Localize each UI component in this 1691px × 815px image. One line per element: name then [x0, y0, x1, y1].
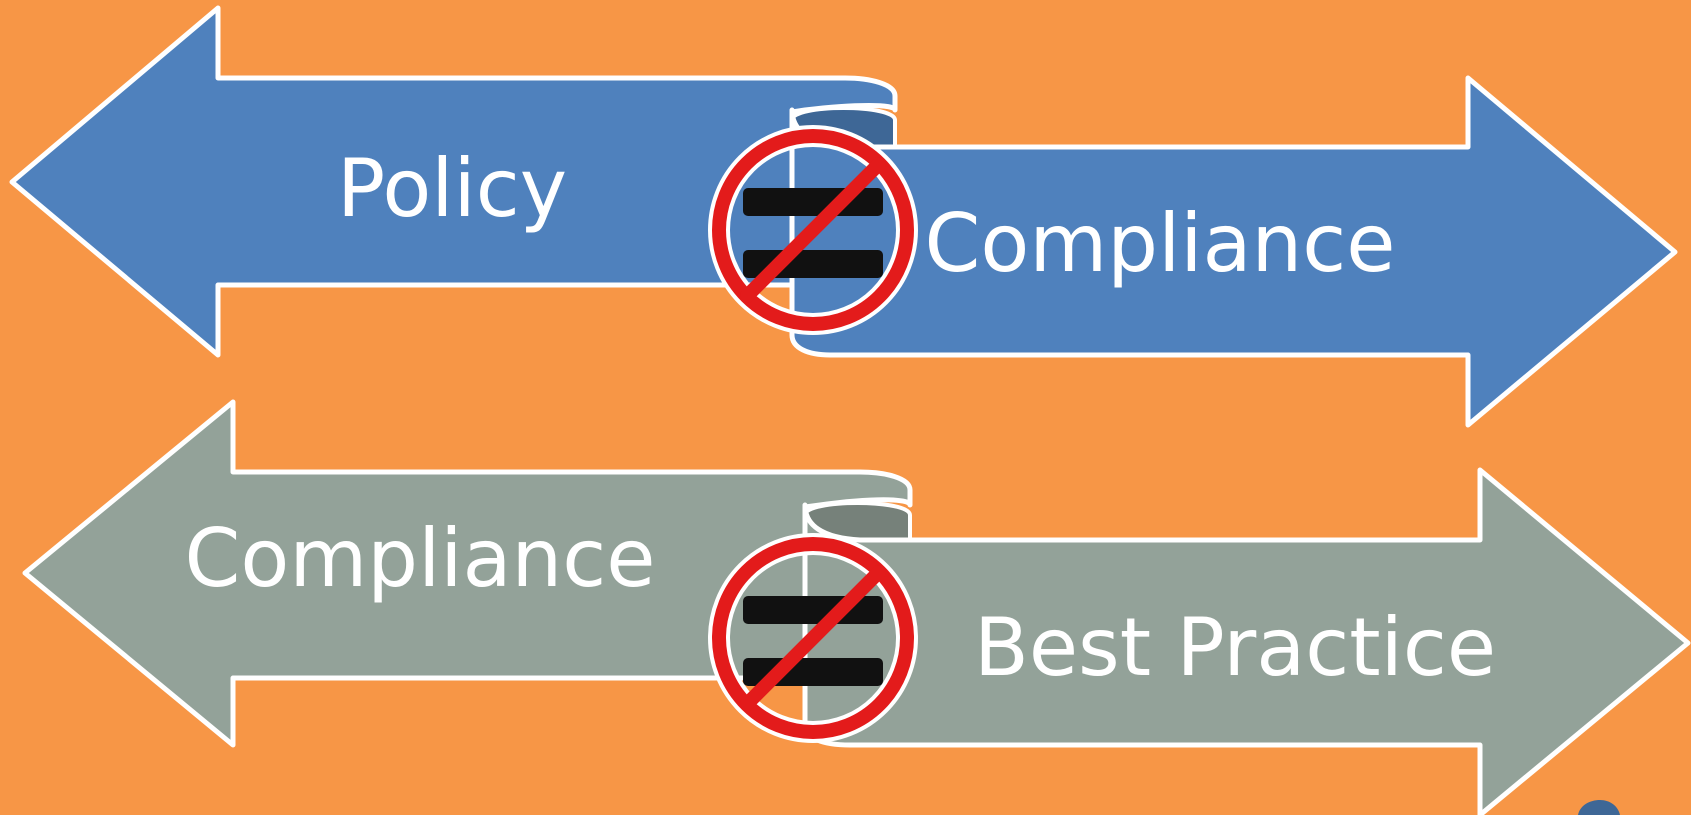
row-1-left-label: Policy	[337, 142, 567, 235]
not-equal-icon	[708, 125, 918, 335]
row-2-fold-shadow	[803, 501, 912, 542]
equals-bar-top	[743, 596, 883, 624]
row-2-left-label: Compliance	[185, 512, 656, 605]
row-1-policy-vs-compliance: Policy Compliance	[9, 5, 1678, 428]
not-equal-icon	[708, 533, 918, 743]
corner-fragment	[1578, 800, 1620, 815]
row-2-compliance-vs-best-practice: Compliance Best Practice	[22, 399, 1691, 815]
prohibition-slash	[740, 157, 886, 303]
row-1-right-label: Compliance	[925, 197, 1396, 290]
prohibition-ring-red	[712, 537, 914, 739]
row-2-right-label: Best Practice	[974, 601, 1496, 694]
prohibition-slash	[740, 565, 886, 711]
prohibition-ring-red	[712, 129, 914, 331]
equals-bar-top	[743, 188, 883, 216]
